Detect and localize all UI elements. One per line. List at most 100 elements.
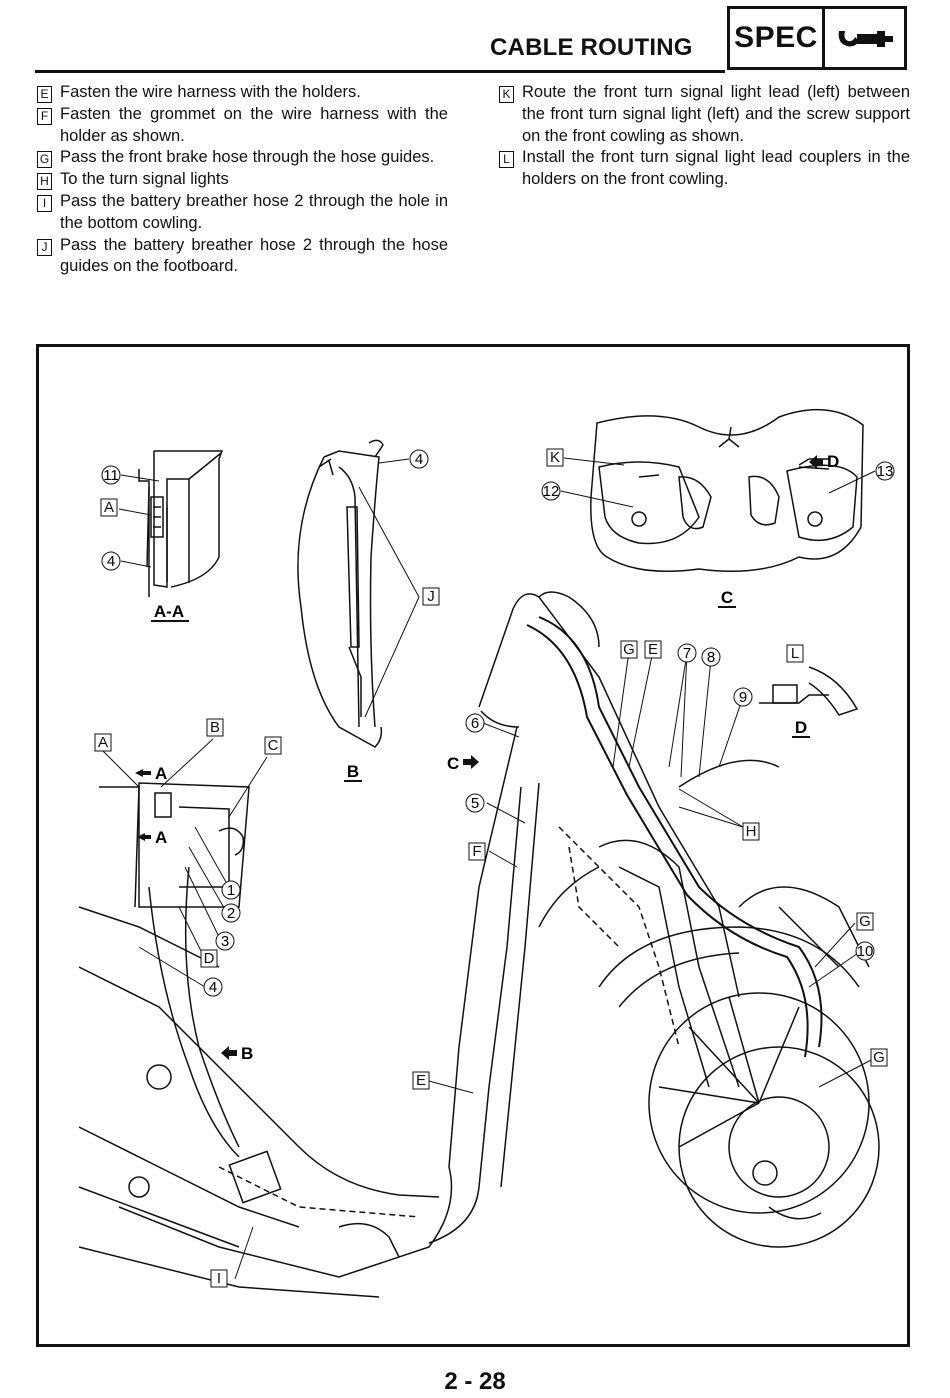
spec-label: SPEC (730, 9, 825, 67)
instruction-key: E (37, 86, 52, 103)
boxed-keys: A J K G E L H F G G E B A C D I (94, 448, 888, 1288)
svg-text:E: E (648, 641, 658, 658)
svg-text:G: G (873, 1049, 885, 1066)
cable-routing-figure: 11 4 4 12 13 6 5 7 8 9 10 1 2 3 4 A J K … (36, 344, 910, 1347)
callout-5: 5 (465, 793, 485, 813)
svg-text:9: 9 (739, 689, 747, 706)
svg-text:A: A (155, 828, 167, 847)
key-g-top: G (620, 640, 638, 659)
key-b: B (206, 718, 224, 737)
callout-4-main: 4 (203, 977, 223, 997)
key-g-mid: G (856, 912, 874, 931)
instructions-right: K Route the front turn signal light lead… (498, 82, 910, 191)
view-arrows: D C B A A (135, 452, 839, 1063)
instruction-text: To the turn signal lights (60, 170, 229, 189)
svg-text:H: H (746, 823, 757, 840)
callout-8: 8 (701, 647, 721, 667)
svg-text:4: 4 (209, 979, 217, 996)
instruction-item: L Install the front turn signal light le… (498, 147, 910, 191)
instruction-text: Install the front turn signal light lead… (522, 148, 910, 189)
svg-text:E: E (416, 1072, 426, 1089)
svg-text:I: I (217, 1270, 221, 1287)
key-g-low: G (870, 1048, 888, 1067)
instruction-text: Fasten the wire harness with the holders… (60, 83, 361, 101)
svg-text:B: B (241, 1044, 253, 1063)
svg-text:7: 7 (683, 645, 691, 662)
instruction-text: Fasten the grommet on the wire harness w… (60, 104, 448, 145)
callout-1: 1 (221, 880, 241, 900)
instruction-key: L (499, 151, 514, 169)
svg-text:5: 5 (471, 795, 479, 812)
svg-text:A: A (155, 764, 167, 783)
callout-7: 7 (677, 643, 697, 663)
svg-text:8: 8 (707, 649, 715, 666)
callout-9: 9 (733, 687, 753, 707)
instruction-key: I (37, 194, 52, 212)
svg-text:G: G (623, 641, 635, 658)
svg-text:D: D (204, 950, 215, 967)
svg-text:1: 1 (227, 882, 235, 899)
view-d-drawing (759, 666, 859, 716)
svg-text:2: 2 (227, 905, 235, 922)
header-rule (35, 70, 725, 73)
instruction-item: E Fasten the wire harness with the holde… (36, 82, 448, 104)
spec-badge: SPEC (727, 6, 907, 70)
svg-text:11: 11 (103, 467, 119, 484)
instruction-key: J (37, 238, 52, 256)
instruction-text: Pass the front brake hose through the ho… (60, 148, 435, 167)
callout-11: 11 (101, 465, 121, 485)
svg-text:J: J (427, 588, 435, 605)
harness-routing-drawing (218, 826, 680, 1218)
callout-4-b: 4 (409, 449, 429, 469)
key-e-top: E (644, 640, 662, 659)
instruction-key: G (37, 151, 52, 169)
view-c-drawing (590, 408, 864, 573)
svg-text:G: G (859, 913, 871, 930)
instruction-text: Pass the battery breather hose 2 through… (60, 235, 448, 276)
key-k: K (546, 448, 564, 467)
instructions-left: E Fasten the wire harness with the holde… (36, 82, 448, 278)
instruction-item: K Route the front turn signal light lead… (498, 82, 910, 147)
svg-text:C: C (268, 737, 279, 754)
callout-13: 13 (875, 461, 895, 481)
instruction-item: H To the turn signal lights (36, 169, 448, 191)
key-j: J (422, 587, 440, 606)
svg-text:12: 12 (543, 483, 560, 500)
callout-10: 10 (855, 941, 875, 961)
svg-text:C: C (447, 754, 459, 773)
svg-text:L: L (791, 645, 799, 662)
svg-text:K: K (550, 449, 560, 466)
view-label-b: B (347, 762, 359, 781)
callout-12: 12 (541, 481, 561, 501)
key-e-low: E (412, 1071, 430, 1090)
instruction-text: Route the front turn signal light lead (… (522, 83, 910, 145)
instruction-item: I Pass the battery breather hose 2 throu… (36, 191, 448, 235)
key-i: I (210, 1269, 228, 1288)
callout-2: 2 (221, 903, 241, 923)
view-labels: A-A B C D (151, 588, 810, 782)
callout-4-aa: 4 (101, 551, 121, 571)
front-wheel-drawing (598, 886, 880, 1248)
instruction-text: Pass the battery breather hose 2 through… (60, 191, 448, 232)
arrow-d-icon: D (809, 452, 839, 471)
svg-text:3: 3 (221, 933, 229, 950)
view-label-d: D (795, 718, 807, 737)
svg-text:10: 10 (857, 943, 874, 960)
key-d: D (200, 949, 218, 968)
key-l: L (786, 644, 804, 663)
svg-text:4: 4 (107, 553, 115, 570)
key-h: H (742, 822, 760, 841)
arrow-c-icon: C (447, 754, 479, 773)
key-a: A (94, 733, 112, 752)
instruction-key: H (37, 173, 52, 191)
svg-text:B: B (210, 719, 220, 736)
callout-6: 6 (465, 713, 485, 733)
view-label-aa: A-A (154, 602, 184, 621)
instruction-key: K (499, 86, 514, 103)
arrow-b-icon: B (221, 1044, 253, 1063)
key-f: F (468, 842, 486, 861)
page-title: CABLE ROUTING (490, 34, 693, 61)
svg-text:6: 6 (471, 715, 479, 732)
page-number: 2 - 28 (444, 1368, 506, 1395)
leader-lines (102, 457, 878, 1280)
